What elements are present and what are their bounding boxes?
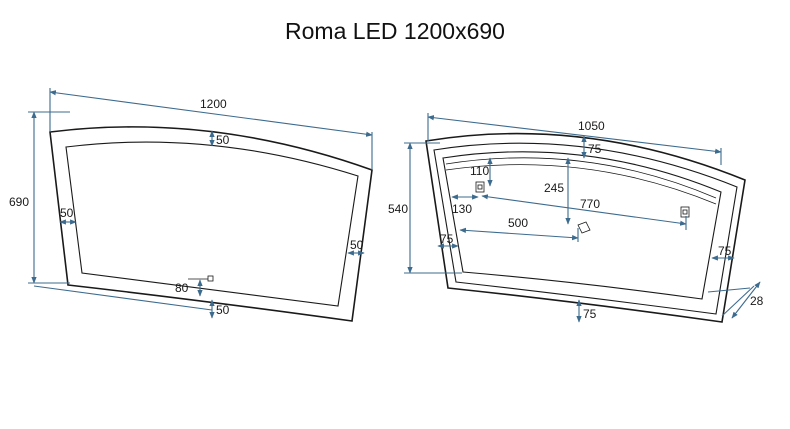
back-hanger-span-dimline bbox=[481, 194, 687, 226]
back-height-label: 540 bbox=[388, 202, 408, 216]
left-hanger-icon bbox=[475, 181, 485, 193]
back-width-label: 1050 bbox=[578, 119, 605, 133]
front-mirror-outline bbox=[49, 126, 373, 322]
front-width-dimline bbox=[49, 90, 373, 137]
connector-icon bbox=[577, 221, 591, 234]
front-view: 1200 690 50 50 50 80 50 bbox=[9, 88, 373, 322]
back-connector-offset-label: 500 bbox=[508, 216, 528, 230]
back-center-depth-label: 245 bbox=[544, 181, 564, 195]
back-hanger-offset-label: 110 bbox=[470, 164, 489, 178]
sensor-icon bbox=[188, 275, 214, 282]
back-hanger-left-label: 130 bbox=[452, 202, 472, 216]
back-bottom-frame-label: 75 bbox=[583, 307, 597, 321]
back-width-dimline bbox=[427, 115, 722, 154]
front-right-frame-label: 50 bbox=[350, 238, 364, 252]
front-height-label: 690 bbox=[9, 195, 29, 209]
back-left-frame-label: 75 bbox=[440, 232, 454, 246]
right-hanger-icon bbox=[680, 206, 690, 218]
front-left-frame-label: 50 bbox=[60, 206, 74, 220]
back-hanger-span-label: 770 bbox=[580, 197, 600, 211]
front-bottom-frame-label: 50 bbox=[216, 303, 230, 317]
front-sensor-offset-label: 80 bbox=[175, 281, 189, 295]
front-top-frame-label: 50 bbox=[216, 133, 230, 147]
back-top-frame-label: 75 bbox=[588, 142, 602, 156]
front-width-label: 1200 bbox=[200, 97, 227, 111]
front-led-frame bbox=[65, 141, 359, 307]
back-right-frame-label: 75 bbox=[718, 244, 732, 258]
back-depth-label: 28 bbox=[750, 294, 764, 308]
back-view: 1050 540 75 110 130 245 770 500 75 75 bbox=[388, 113, 764, 323]
drawing-title: Roma LED 1200x690 bbox=[285, 18, 505, 44]
